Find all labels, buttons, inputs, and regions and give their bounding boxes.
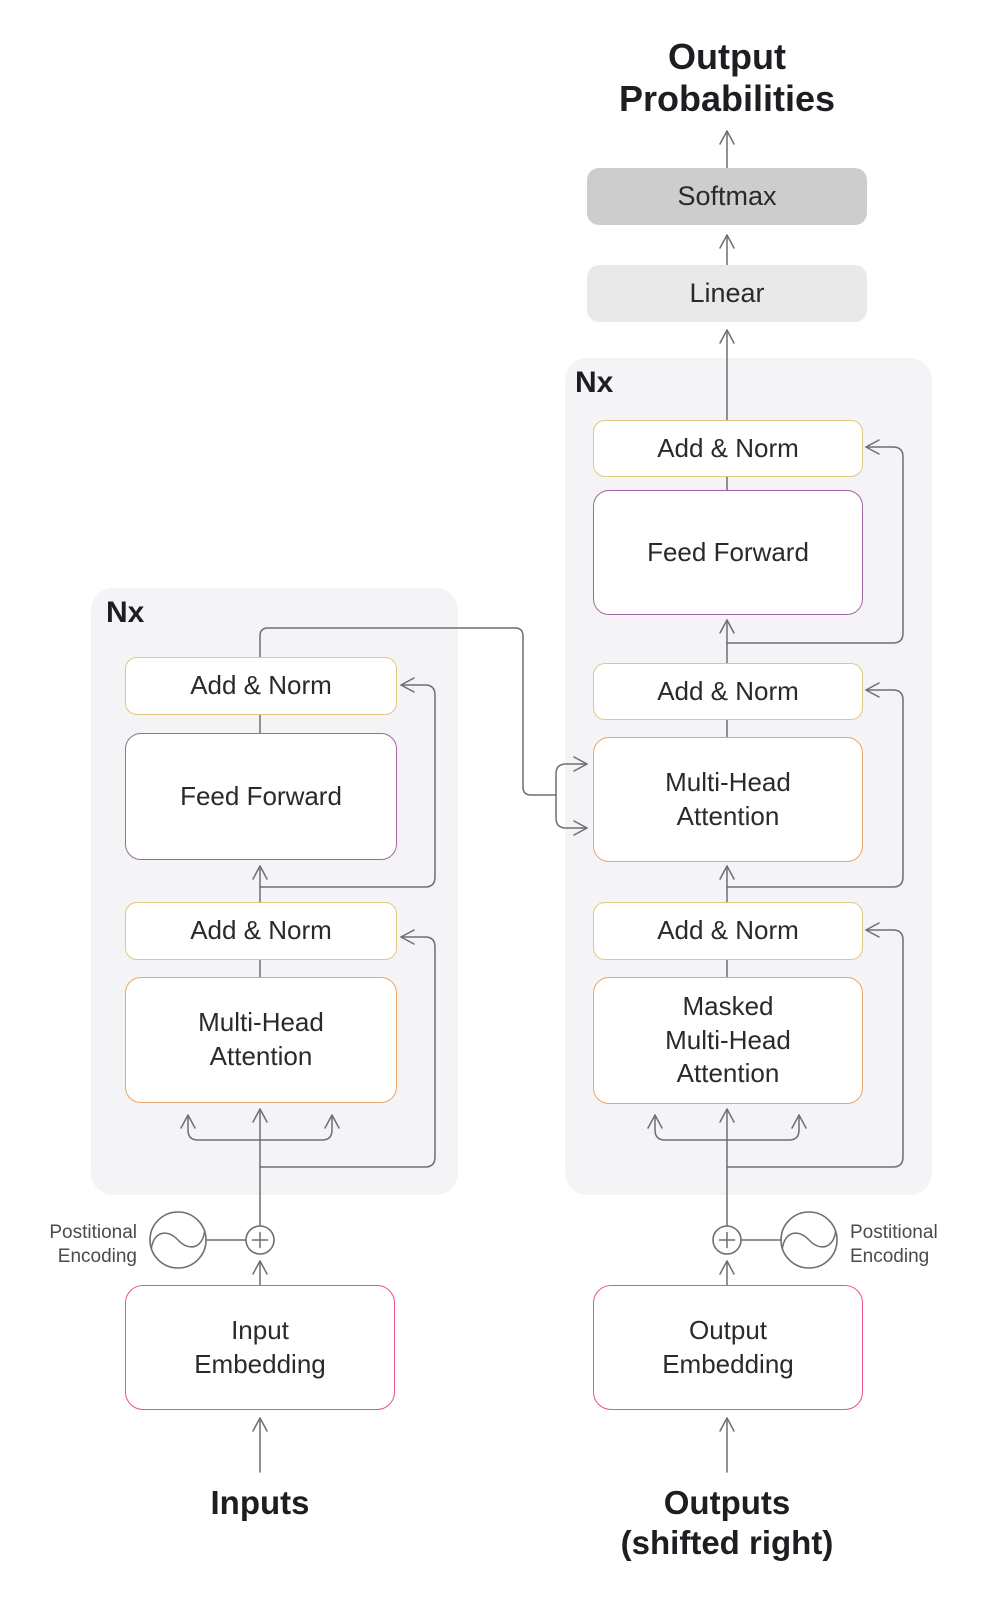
masked-mha-label-line-3: Attention (676, 1058, 780, 1089)
decoder-add-norm-mid-label: Add & Norm (657, 675, 799, 706)
output-embedding-box: Output Embedding (593, 1285, 863, 1410)
softmax-box: Softmax (587, 168, 867, 225)
inputs-label: Inputs (210, 1484, 310, 1521)
input-embedding-box: Input Embedding (125, 1285, 395, 1410)
masked-mha-label-line-2: Multi-Head (665, 1024, 791, 1055)
decoder-add-norm-top-box: Add & Norm (593, 420, 863, 477)
decoder-add-norm-top-label: Add & Norm (657, 432, 799, 463)
encoder-add-norm-top-label: Add & Norm (190, 670, 332, 701)
input-embedding-label-line-2: Embedding (194, 1348, 326, 1379)
input-embedding-label-line-1: Input (231, 1314, 289, 1345)
outputs-label: Outputs (shifted right) (577, 1483, 877, 1562)
decoder-feed-forward-label: Feed Forward (647, 536, 809, 567)
outputs-label-line-1: Outputs (663, 1484, 791, 1521)
encoder-mha-label-line-2: Attention (209, 1041, 313, 1071)
masked-mha-label-line-1: Masked (682, 990, 774, 1021)
decoder-add-norm-bottom-label: Add & Norm (657, 915, 799, 946)
positional-encoding-label-left: Postitional Encoding (17, 1221, 137, 1269)
encoder-multi-head-attention-box: Multi-Head Attention (125, 977, 397, 1103)
decoder-nx-label: Nx (575, 366, 614, 399)
pe-right-line-1: Postitional (850, 1222, 938, 1243)
encoder-feed-forward-box: Feed Forward (125, 733, 397, 860)
outputs-label-line-2: (shifted right) (620, 1523, 834, 1561)
decoder-add-norm-bottom-box: Add & Norm (593, 902, 863, 960)
pe-left-line-2: Encoding (57, 1245, 137, 1267)
decoder-mha-label-line-1: Multi-Head (665, 766, 791, 797)
linear-box: Linear (587, 265, 867, 322)
masked-multi-head-attention-box: Masked Multi-Head Attention (593, 977, 863, 1104)
title-line-2: Probabilities (618, 78, 836, 120)
encoder-add-norm-bottom-box: Add & Norm (125, 902, 397, 960)
positional-encoding-sine-icon-right (780, 1211, 838, 1269)
output-embedding-label-line-1: Output (688, 1314, 768, 1345)
decoder-mha-label-line-2: Attention (676, 800, 780, 831)
decoder-feed-forward-box: Feed Forward (593, 490, 863, 615)
encoder-add-norm-bottom-label: Add & Norm (190, 915, 332, 946)
output-embedding-label-line-2: Embedding (662, 1348, 794, 1379)
output-probabilities-title: Output Probabilities (577, 36, 877, 121)
decoder-add-norm-mid-box: Add & Norm (593, 663, 863, 720)
add-operator-icon-left (245, 1225, 275, 1255)
title-line-1: Output (668, 36, 786, 77)
pe-right-line-2: Encoding (850, 1245, 930, 1267)
pe-left-line-1: Postitional (49, 1222, 137, 1243)
encoder-mha-label-line-1: Multi-Head (198, 1007, 324, 1038)
encoder-add-norm-top-box: Add & Norm (125, 657, 397, 715)
positional-encoding-sine-icon-left (149, 1211, 207, 1269)
decoder-multi-head-attention-box: Multi-Head Attention (593, 737, 863, 862)
positional-encoding-label-right: Postitional Encoding (850, 1221, 980, 1269)
encoder-feed-forward-label: Feed Forward (180, 780, 342, 811)
encoder-nx-label: Nx (106, 596, 145, 629)
linear-label: Linear (689, 278, 765, 308)
add-operator-icon-right (712, 1225, 742, 1255)
softmax-label: Softmax (677, 181, 777, 211)
